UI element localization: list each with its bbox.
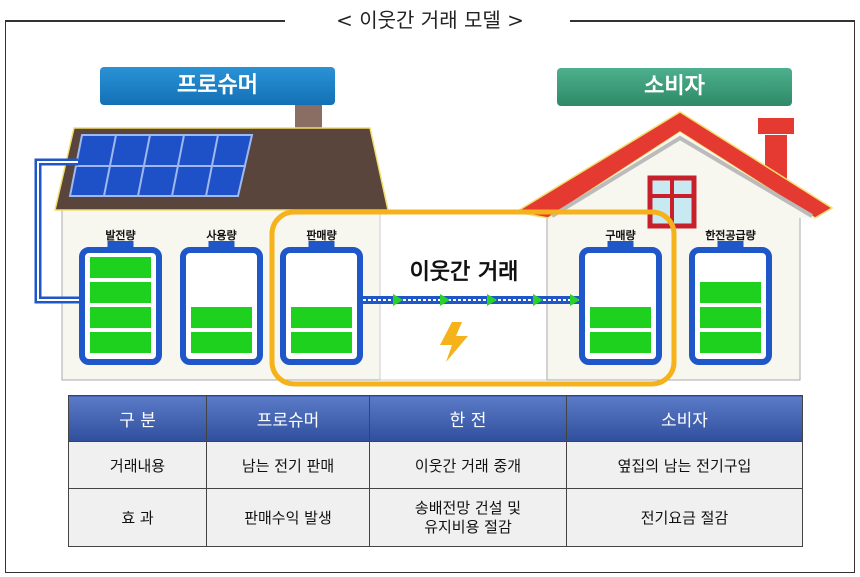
cell: 이웃간 거래 중개 xyxy=(369,441,567,489)
battery-level-segment xyxy=(700,282,761,303)
battery-level-segment xyxy=(590,332,651,353)
battery-cap xyxy=(607,241,634,251)
cell: 판매수익 발생 xyxy=(206,488,370,547)
trade-label: 이웃간 거래 xyxy=(409,260,519,285)
battery-cap xyxy=(208,241,235,251)
cell: 거래내용 xyxy=(68,441,207,489)
battery-label: 사용량 xyxy=(206,229,237,242)
trade-highlight xyxy=(269,209,677,387)
battery-level-segment xyxy=(90,257,151,278)
flow-arrows xyxy=(393,294,580,306)
battery-level-segment xyxy=(291,332,352,353)
battery-label: 판매량 xyxy=(306,229,337,242)
frame-top-left xyxy=(5,20,285,22)
title-text: < 이웃간 거래 모델 > xyxy=(328,8,532,32)
battery-level-segment xyxy=(191,332,252,353)
comparison-table: 구 분 프로슈머 한 전 소비자 거래내용 남는 전기 판매 이웃간 거래 중개… xyxy=(68,395,803,547)
frame xyxy=(5,20,855,573)
table-header-row: 구 분 프로슈머 한 전 소비자 xyxy=(68,395,803,442)
battery-level-segment xyxy=(590,307,651,328)
producer-chimney xyxy=(295,103,322,131)
battery-level-segment xyxy=(291,307,352,328)
header-consumer: 소비자 xyxy=(566,395,803,442)
cell: 전기요금 절감 xyxy=(566,488,803,547)
frame-top-right xyxy=(570,20,855,22)
battery-label: 발전량 xyxy=(105,229,136,242)
battery-level-segment xyxy=(700,307,761,328)
cell: 송배전망 건설 및 유지비용 절감 xyxy=(369,488,567,547)
cell: 남는 전기 판매 xyxy=(206,441,370,489)
battery-level-segment xyxy=(90,332,151,353)
cell: 효 과 xyxy=(68,488,207,547)
battery-label: 구매량 xyxy=(605,229,636,242)
battery-level-segment xyxy=(90,282,151,303)
table-row: 효 과 판매수익 발생 송배전망 건설 및 유지비용 절감 전기요금 절감 xyxy=(68,488,803,547)
header-kepco: 한 전 xyxy=(369,395,567,442)
battery-level-segment xyxy=(700,332,761,353)
producer-badge: 프로슈머 xyxy=(100,67,335,105)
cell: 옆집의 남는 전기구입 xyxy=(566,441,803,489)
header-category: 구 분 xyxy=(68,395,207,442)
header-prosumer: 프로슈머 xyxy=(206,395,370,442)
battery-level-segment xyxy=(90,307,151,328)
battery-cap xyxy=(717,241,744,251)
battery-cap xyxy=(107,241,134,251)
battery-cap xyxy=(308,241,335,251)
table-row: 거래내용 남는 전기 판매 이웃간 거래 중개 옆집의 남는 전기구입 xyxy=(68,441,803,489)
diagram-title: < 이웃간 거래 모델 > xyxy=(0,4,860,33)
battery-label: 한전공급량 xyxy=(705,229,756,242)
consumer-badge: 소비자 xyxy=(557,68,792,106)
battery-level-segment xyxy=(191,307,252,328)
lightning-icon xyxy=(440,322,468,362)
